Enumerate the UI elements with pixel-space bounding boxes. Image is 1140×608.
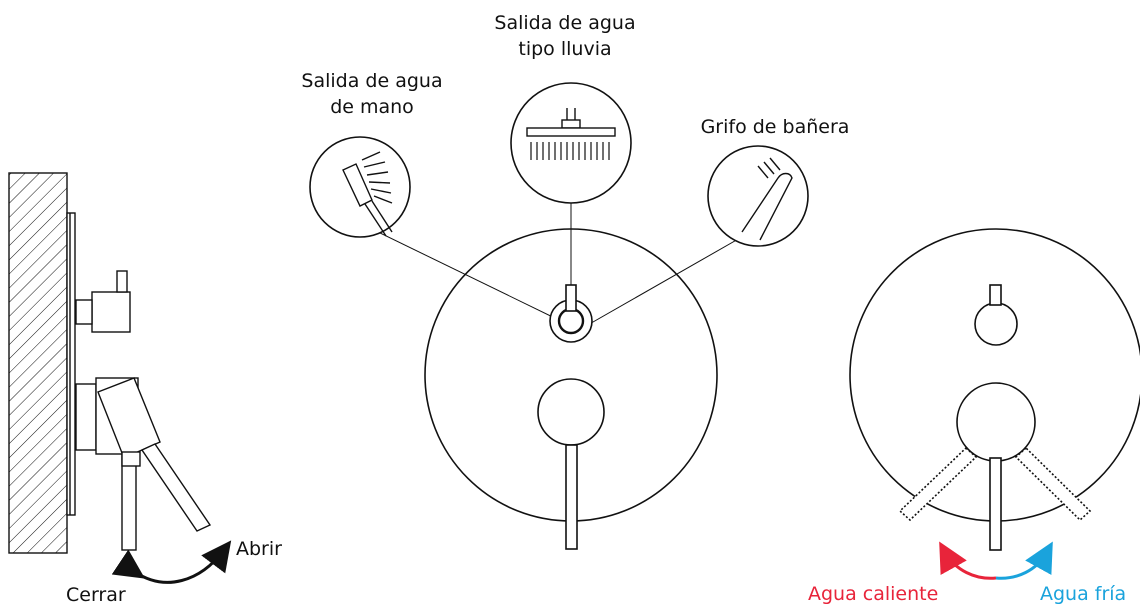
- label-open: Abrir: [236, 538, 282, 560]
- label-rain-shower-line1: Salida de agua: [494, 12, 636, 34]
- label-hot-water: Agua caliente: [808, 583, 939, 605]
- mixer-body-side: [75, 383, 97, 451]
- handle-closed-side: [121, 454, 137, 551]
- side-view: [8, 172, 212, 554]
- label-hand-shower: Salida de agua de mano: [292, 68, 452, 120]
- diverter-knob-right: [974, 302, 1018, 346]
- hot-arrow: [939, 541, 997, 580]
- label-hand-shower-line2: de mano: [330, 96, 414, 118]
- hand-shower-icon: [342, 151, 393, 237]
- label-bath-tap: Grifo de bañera: [700, 116, 850, 138]
- front-view-center: [375, 202, 741, 550]
- label-hand-shower-line1: Salida de agua: [301, 70, 443, 92]
- label-close: Cerrar: [66, 584, 126, 606]
- mixer-handle-hub-right: [956, 382, 1036, 462]
- bath-tap-callout: [707, 145, 809, 247]
- handle-open-side: [140, 443, 212, 532]
- label-rain-shower: Salida de agua tipo lluvia: [490, 10, 640, 62]
- mixer-handle-lever-right: [989, 457, 1002, 551]
- hand-shower-callout: [309, 136, 411, 238]
- label-rain-shower-line2: tipo lluvia: [518, 38, 612, 60]
- rain-shower-callout: [510, 82, 632, 204]
- diverter-knob-side: [91, 291, 131, 333]
- cover-plate-side: [66, 212, 76, 516]
- mixer-handle-lever: [565, 444, 578, 550]
- rain-shower-icon: [526, 108, 616, 160]
- mixer-handle-hub: [537, 378, 605, 446]
- wall-hatch: [8, 172, 68, 554]
- label-cold-water: Agua fría: [1040, 583, 1127, 605]
- cold-arrow: [995, 541, 1053, 580]
- bath-spout-icon: [741, 157, 793, 241]
- diverter-lever: [565, 284, 577, 312]
- open-close-arrow: [111, 540, 232, 584]
- front-view-right: [849, 228, 1140, 551]
